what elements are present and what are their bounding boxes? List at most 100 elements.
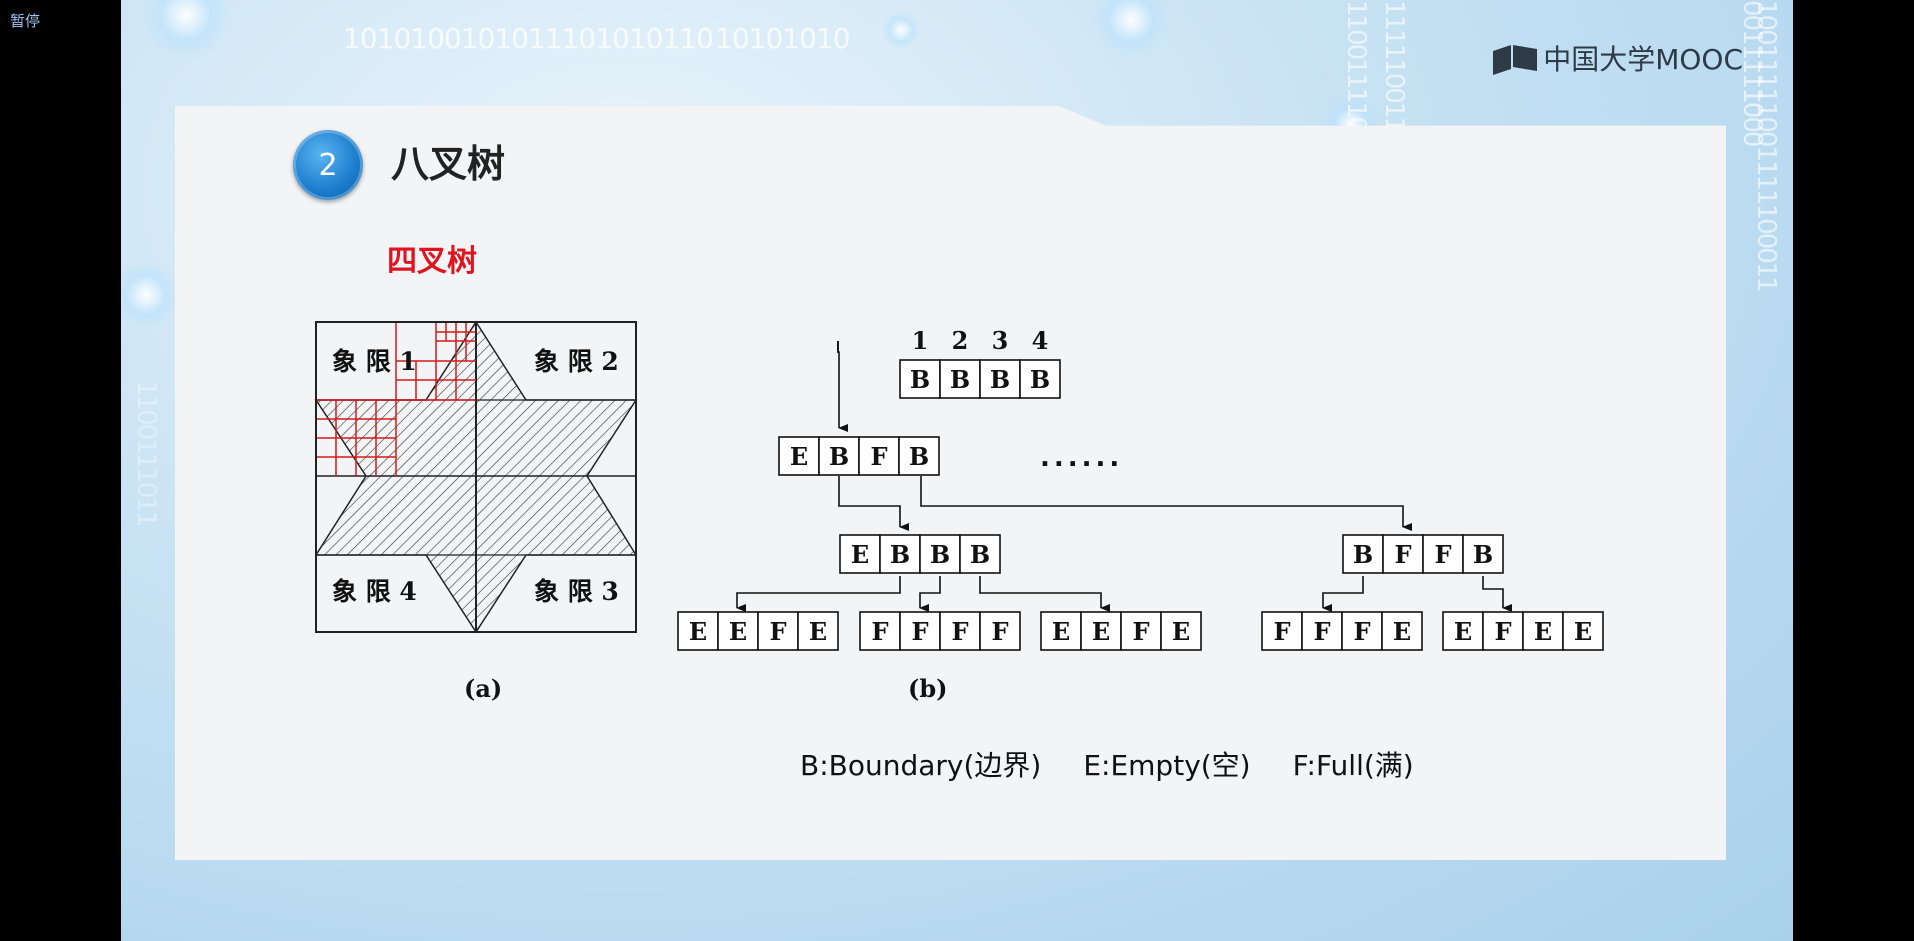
background-binary-text: 1111100111 bbox=[1379, 0, 1409, 146]
slide-subtitle: 四叉树 bbox=[387, 244, 477, 279]
node-cell-letter: E bbox=[1052, 617, 1070, 646]
background-binary-text: 0011111000 bbox=[1737, 0, 1767, 146]
node-cell-letter: E bbox=[851, 540, 869, 569]
background-binary-text: 1100111011 bbox=[131, 380, 161, 526]
edge-left-to-g1 bbox=[736, 576, 901, 612]
quadrant-1-label: 象 限 1 bbox=[332, 347, 417, 376]
node-cell bbox=[1341, 611, 1383, 651]
edge-level1-to-right bbox=[920, 476, 1412, 531]
node-cell-letter: B bbox=[829, 442, 849, 471]
video-frame: 1010100101011101010110 10101010 11001111… bbox=[121, 0, 1793, 941]
pause-button[interactable]: 暂停 bbox=[10, 12, 41, 30]
node-cell-letter: B bbox=[950, 365, 970, 394]
node-cell bbox=[858, 436, 900, 476]
node-cell bbox=[899, 359, 941, 399]
node-cell-letter: F bbox=[951, 617, 968, 646]
legend-empty: E:Empty(空) bbox=[1083, 749, 1251, 782]
node-cell-letter: F bbox=[1273, 617, 1290, 646]
node-cell-letter: B bbox=[990, 365, 1010, 394]
node-cell-letter: E bbox=[1092, 617, 1110, 646]
node-cell bbox=[1422, 534, 1464, 574]
red-subdivision-grid bbox=[316, 322, 476, 476]
tree-edges bbox=[736, 341, 1512, 612]
edge-right-to-g4 bbox=[1322, 576, 1364, 612]
node-cell-letter: B bbox=[890, 540, 910, 569]
node-cell-letter: F bbox=[911, 617, 928, 646]
node-cell bbox=[859, 611, 901, 651]
node-cell bbox=[979, 611, 1021, 651]
node-cell-letter: B bbox=[1473, 540, 1493, 569]
edge-level1-to-left bbox=[838, 476, 909, 531]
node-cell bbox=[1040, 611, 1082, 651]
node-cell-letter: F bbox=[1494, 617, 1511, 646]
node-cell-letter: F bbox=[1132, 617, 1149, 646]
node-cell-letter: E bbox=[1393, 617, 1411, 646]
edge-left-to-g2 bbox=[919, 576, 941, 612]
background-glow bbox=[121, 260, 181, 330]
index-label: 3 bbox=[992, 326, 1009, 355]
node-cell bbox=[1301, 611, 1343, 651]
quadrant-2-label: 象 限 2 bbox=[534, 347, 619, 376]
node-cell bbox=[939, 611, 981, 651]
node-cell bbox=[898, 436, 940, 476]
figure-a-border bbox=[315, 321, 637, 633]
index-label: 2 bbox=[952, 326, 969, 355]
node-cell bbox=[1522, 611, 1564, 651]
node-cell bbox=[1382, 534, 1424, 574]
node-cell-letter: E bbox=[809, 617, 827, 646]
node-cell-letter: E bbox=[1172, 617, 1190, 646]
section-number-badge: 2 bbox=[293, 130, 363, 200]
figure-a: 象 限 1 象 限 2 象 限 4 象 限 3 (a) bbox=[314, 320, 638, 703]
legend-boundary: B:Boundary(边界) bbox=[800, 749, 1042, 782]
logo-text: 中国大学MOOC bbox=[1543, 43, 1743, 76]
node-cell bbox=[899, 611, 941, 651]
node-cell-letter: B bbox=[970, 540, 990, 569]
node-cell bbox=[959, 534, 1001, 574]
node-cell-letter: E bbox=[790, 442, 808, 471]
node-cell-letter: F bbox=[1313, 617, 1330, 646]
node-cell-letter: B bbox=[930, 540, 950, 569]
ellipsis: ...... bbox=[1040, 443, 1123, 473]
edge-right-to-g5 bbox=[1482, 576, 1512, 612]
background-binary-text: 1010100101011101010110 bbox=[343, 22, 714, 55]
slide-title: 八叉树 bbox=[391, 142, 506, 186]
node-cell bbox=[879, 534, 921, 574]
node-cell-letter: F bbox=[1394, 540, 1411, 569]
node-cell bbox=[1381, 611, 1423, 651]
node-cell-letter: B bbox=[1353, 540, 1373, 569]
background-binary-text: 10101010 bbox=[715, 22, 851, 55]
figure-b-caption: (b) bbox=[908, 674, 948, 703]
node-cell bbox=[1342, 534, 1384, 574]
node-cell bbox=[1120, 611, 1162, 651]
node-cell-letter: F bbox=[991, 617, 1008, 646]
node-cell bbox=[818, 436, 860, 476]
node-cell bbox=[1482, 611, 1524, 651]
node-cell-letter: B bbox=[1030, 365, 1050, 394]
figure-a-caption: (a) bbox=[464, 674, 502, 703]
edge-left-to-g3 bbox=[979, 576, 1110, 612]
node-cell-letter: F bbox=[1434, 540, 1451, 569]
node-cell-letter: E bbox=[1574, 617, 1592, 646]
node-cell-letter: B bbox=[909, 442, 929, 471]
node-cell-letter: F bbox=[871, 617, 888, 646]
background-binary-text: 1100111101 bbox=[1341, 0, 1371, 146]
quadrant-3-label: 象 限 3 bbox=[534, 577, 619, 606]
node-cell-letter: F bbox=[870, 442, 887, 471]
node-cell-letter: B bbox=[910, 365, 930, 394]
node-cell bbox=[979, 359, 1021, 399]
node-cell bbox=[1019, 359, 1061, 399]
mooc-logo: 中国大学MOOC bbox=[1491, 38, 1743, 78]
node-cell-letter: E bbox=[1454, 617, 1472, 646]
